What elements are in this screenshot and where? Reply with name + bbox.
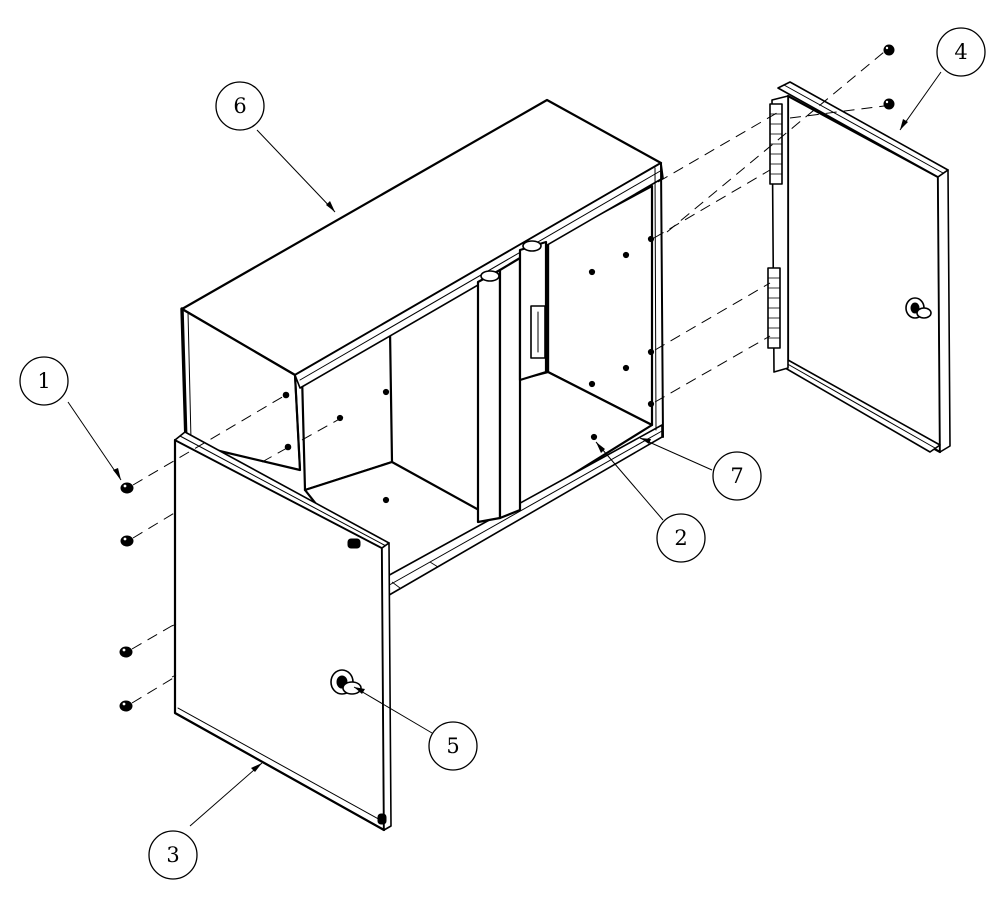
center-divider bbox=[476, 240, 548, 524]
callout-4: 4 bbox=[936, 27, 986, 77]
enclosure-body bbox=[180, 98, 664, 599]
divider-boss-left bbox=[480, 270, 500, 282]
screw-left-2 bbox=[120, 535, 134, 547]
left-door-hinge-top bbox=[347, 538, 361, 549]
screw-right-2 bbox=[883, 98, 895, 110]
callout-3-label: 3 bbox=[166, 843, 179, 867]
callout-1: 1 bbox=[19, 356, 69, 406]
left-door-right-flange bbox=[381, 542, 392, 831]
screw-left-1 bbox=[120, 482, 134, 494]
callout-4-label: 4 bbox=[954, 40, 967, 64]
mounting-holes bbox=[282, 235, 655, 504]
callout-1-label: 1 bbox=[37, 369, 50, 393]
divider-front-face bbox=[476, 268, 502, 524]
callout-6-label: 6 bbox=[233, 94, 246, 118]
screws bbox=[119, 44, 895, 712]
screw-right-1 bbox=[883, 44, 895, 56]
left-door-latch bbox=[330, 669, 362, 695]
divider-side-face bbox=[498, 256, 522, 520]
callout-3: 3 bbox=[148, 830, 198, 880]
callout-5: 5 bbox=[428, 721, 478, 771]
right-door-latch bbox=[905, 297, 932, 319]
assembly-lines bbox=[131, 51, 885, 704]
callout-7-label: 7 bbox=[730, 464, 743, 488]
screw-left-3 bbox=[119, 646, 133, 658]
callout-balloons: 1 2 3 4 5 6 7 bbox=[19, 27, 986, 880]
callout-leaders bbox=[67, 71, 942, 827]
callout-2: 2 bbox=[656, 513, 706, 563]
left-door-hinge-bottom bbox=[377, 813, 387, 825]
right-door-face bbox=[786, 94, 942, 454]
callout-7: 7 bbox=[712, 451, 762, 501]
right-door-right-flange bbox=[937, 169, 951, 453]
right-door-hinge-upper bbox=[769, 103, 783, 185]
left-door bbox=[171, 431, 392, 832]
right-door bbox=[767, 81, 951, 454]
divider-boss-right bbox=[522, 240, 542, 252]
callout-2-label: 2 bbox=[674, 526, 687, 550]
callout-6: 6 bbox=[215, 81, 265, 131]
screw-left-4 bbox=[119, 700, 133, 712]
callout-5-label: 5 bbox=[446, 734, 459, 758]
enclosure-top-lip bbox=[294, 162, 664, 389]
right-door-hinge-lower bbox=[767, 267, 781, 349]
